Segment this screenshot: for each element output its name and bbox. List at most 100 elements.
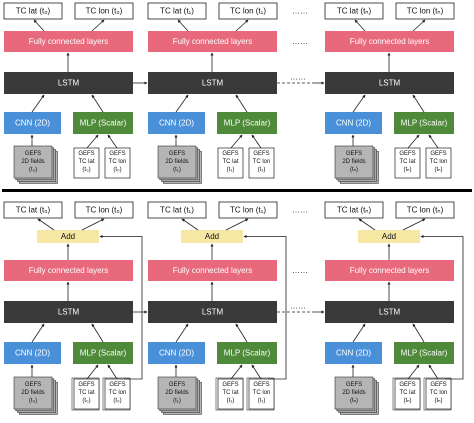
connector-arrow	[175, 323, 189, 343]
add-box	[181, 230, 243, 243]
diagram-content: TC lat (t₀) TC lon (t₀) Fully connected la…	[2, 2, 472, 415]
tc-lon-output-box	[395, 201, 455, 219]
lstm-box	[325, 72, 454, 94]
input-var-label: TC lon	[253, 390, 271, 396]
input-var-label: TC lat	[78, 159, 94, 165]
input-time-label: (t₁)	[258, 167, 266, 173]
tc-lon-output-label: TC lon (t₀)	[86, 7, 123, 16]
ellipsis-fc: ……	[292, 266, 308, 275]
connector-arrow	[81, 218, 105, 231]
lstm-block: LSTM	[148, 301, 277, 323]
input-var-label: TC lat	[399, 390, 415, 396]
cnn-box	[148, 112, 205, 134]
tc-lat-output-label: TC lat (tₙ)	[337, 206, 372, 215]
column-2: TC lat (tₙ)TC lon (tₙ)Fully connected la…	[324, 2, 455, 184]
input-var-label: TC lon	[109, 159, 127, 165]
tc-lat-output-label: TC lat (tₙ)	[337, 7, 372, 16]
tc-lat-output: TC lat (t₁)	[147, 2, 207, 20]
lstm-label: LSTM	[379, 308, 401, 317]
ellipsis-lstm: ……	[290, 302, 306, 311]
input-time-label: (t₁)	[227, 167, 235, 173]
gefs-field-layer	[334, 145, 374, 179]
fc-label: Fully connected layers	[173, 266, 253, 275]
mlp-block: MLP (Scalar)	[73, 112, 133, 134]
ellipsis-output: ……	[292, 206, 308, 215]
connector-arrow	[230, 364, 243, 380]
connector-arrow	[352, 323, 366, 343]
input-box	[73, 147, 100, 179]
fields-label: 2D fields	[342, 390, 365, 396]
input-var-label: TC lat	[399, 159, 415, 165]
connector-arrow	[428, 134, 439, 149]
connector-arrow	[91, 94, 104, 113]
add-label: Add	[61, 232, 75, 241]
mlp-block: MLP (Scalar)	[394, 112, 454, 134]
fc-label: Fully connected layers	[29, 266, 109, 275]
tc-lon-output-label: TC lon (t₁)	[230, 7, 266, 16]
fc-label: Fully connected layers	[350, 266, 430, 275]
connector-arrow	[251, 134, 262, 149]
input-time-label: (tₙ)	[403, 398, 411, 404]
fc-block: Fully connected layers	[148, 31, 277, 52]
gefs-field-layer	[157, 145, 197, 179]
input-var-label: TC lat	[222, 159, 238, 165]
cnn-label: CNN (2D)	[159, 119, 194, 128]
cnn-block: CNN (2D)	[148, 112, 205, 134]
connector-arrow	[225, 218, 249, 231]
connector-arrow	[91, 19, 105, 32]
mlp-box	[217, 342, 277, 364]
input-gefs-label: GEFS	[109, 151, 125, 157]
lstm-box	[4, 72, 133, 94]
tc-lon-output-label: TC lon (tₙ)	[407, 206, 444, 215]
panel-top: TC lat (t₀) TC lon (t₀) Fully connected la…	[3, 2, 455, 184]
cnn-block: CNN (2D)	[4, 342, 61, 364]
cnn-box	[148, 342, 205, 364]
connector-arrow	[33, 19, 45, 32]
input-var-label: TC lon	[253, 159, 271, 165]
input-time-label: (t₁)	[258, 398, 266, 404]
input-time-label: (tₙ)	[434, 167, 442, 173]
cnn-label: CNN (2D)	[159, 349, 194, 358]
mlp-label: MLP (Scalar)	[80, 119, 127, 128]
connector-arrow	[175, 94, 189, 113]
fields-label: 2D fields	[21, 159, 44, 165]
gefs-fields-label: GEFS	[346, 151, 362, 157]
mlp-label: MLP (Scalar)	[224, 119, 271, 128]
connector-arrow	[243, 234, 287, 380]
input-var-label: TC lon	[430, 390, 448, 396]
tc-lon-output: TC lon (t₀)	[74, 2, 134, 20]
fields-time-label: (t₁)	[173, 398, 181, 404]
mlp-box	[73, 342, 133, 364]
fields-label: 2D fields	[21, 390, 44, 396]
cnn-block: CNN (2D)	[4, 112, 61, 134]
cnn-box	[325, 342, 382, 364]
connector-arrow	[407, 134, 420, 149]
input-time-label: (t₀)	[113, 167, 121, 173]
mlp-label: MLP (Scalar)	[401, 119, 448, 128]
fields-time-label: (t₁)	[173, 167, 181, 173]
cnn-block: CNN (2D)	[325, 342, 382, 364]
panel-divider	[2, 189, 472, 192]
input-box	[394, 378, 421, 410]
tc-lat-output-box	[324, 2, 384, 20]
input-box	[73, 378, 100, 410]
input-gefs-label: GEFS	[109, 382, 125, 388]
lstm-label: LSTM	[379, 79, 401, 88]
add-label: Add	[382, 232, 396, 241]
cnn-label: CNN (2D)	[336, 349, 371, 358]
mlp-block: MLP (Scalar)	[217, 112, 277, 134]
connector-arrow	[31, 323, 45, 343]
tc-lon-output-box	[74, 201, 134, 219]
fc-block: Fully connected layers	[4, 260, 133, 281]
connector-arrow	[412, 94, 425, 113]
